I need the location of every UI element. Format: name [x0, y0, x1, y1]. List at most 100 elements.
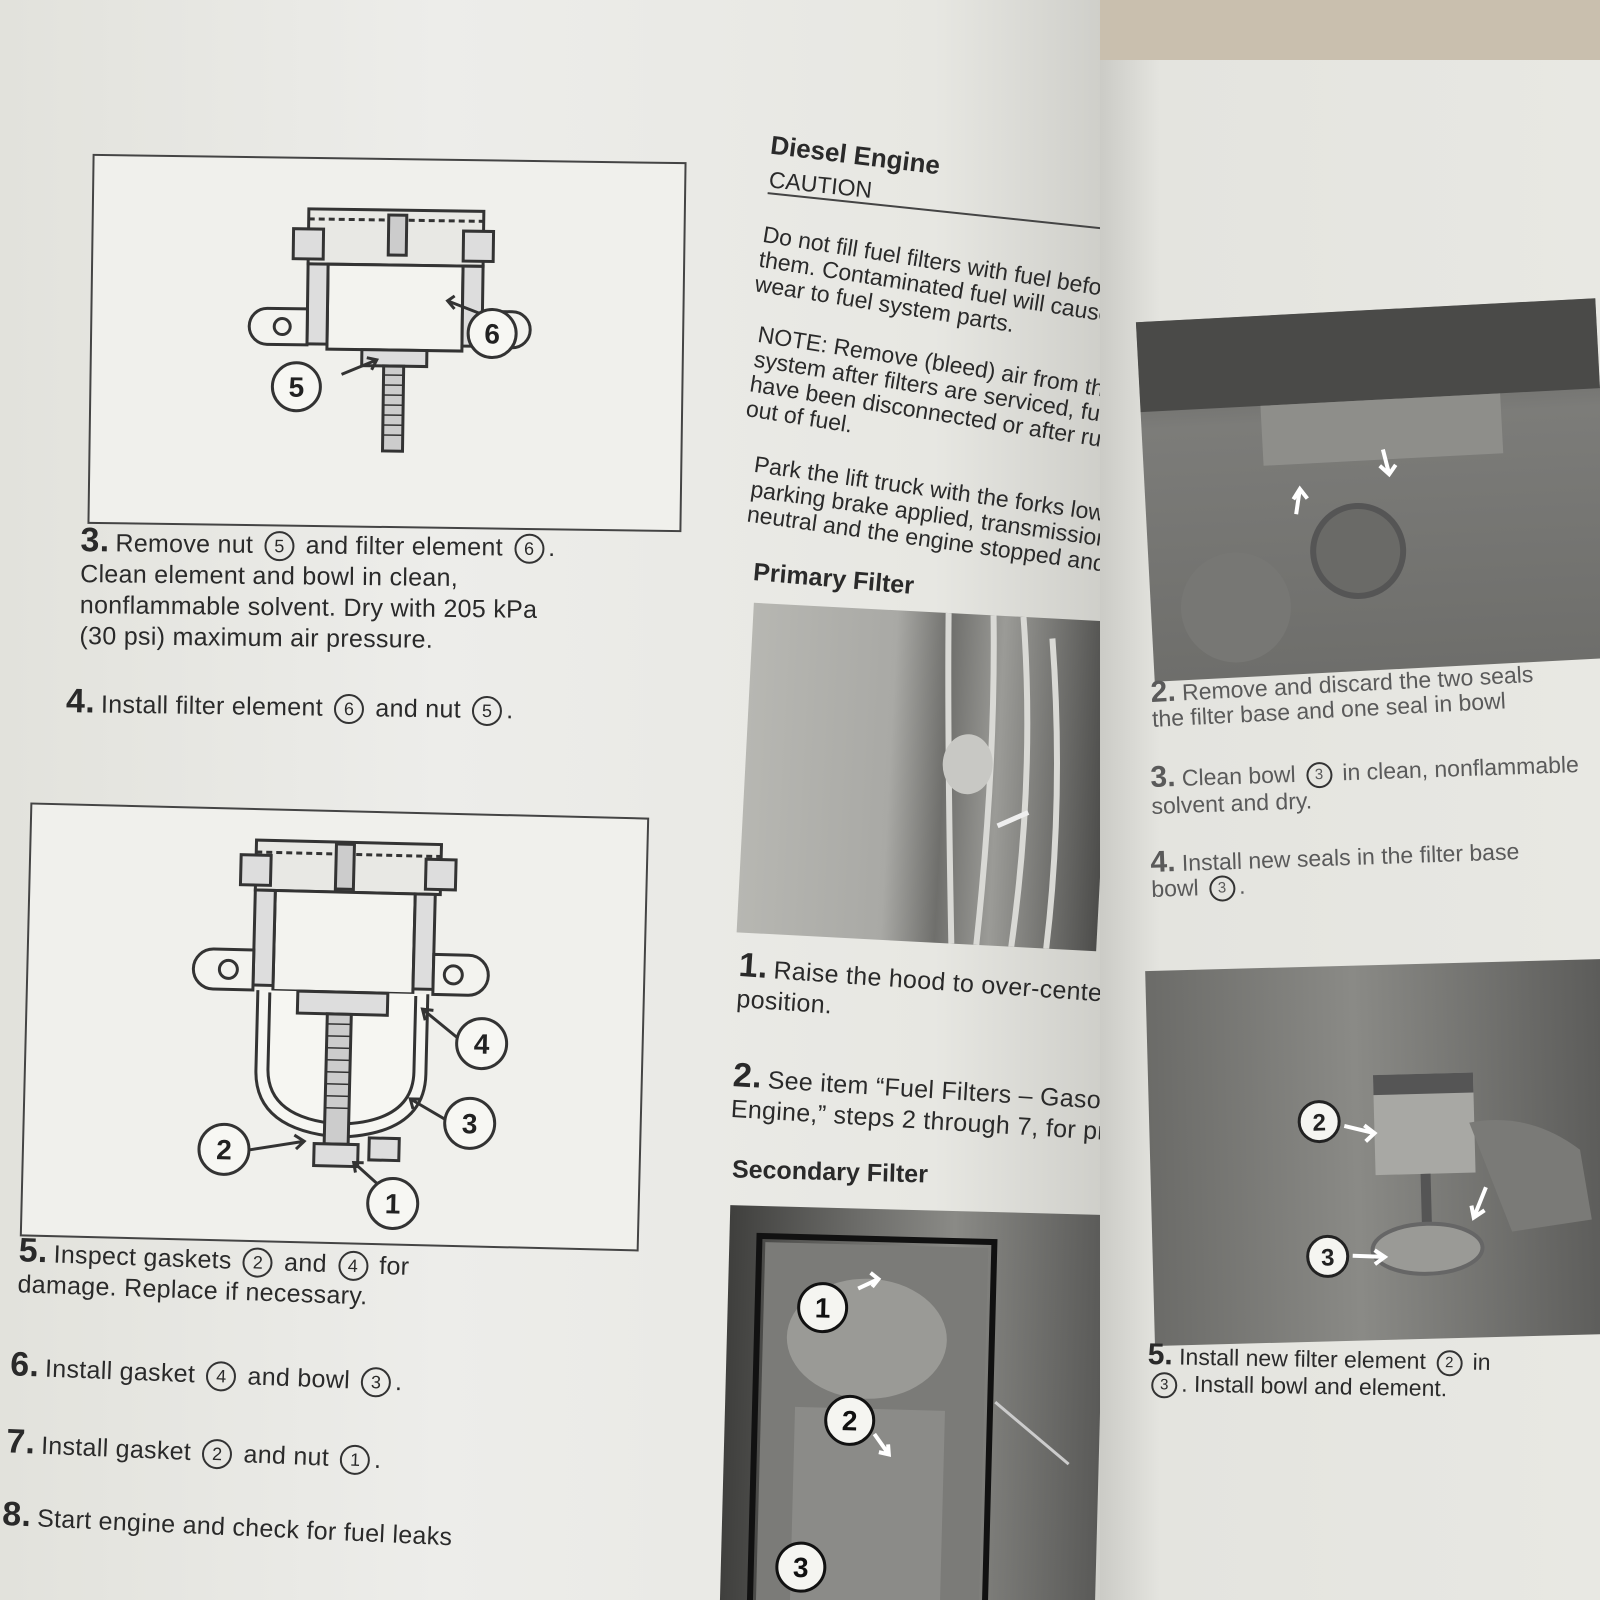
- step-text: and nut: [375, 694, 462, 724]
- ref-circle: 3: [360, 1367, 392, 1399]
- right-photo-callout-3: 3: [1306, 1234, 1350, 1278]
- photo-callout-2: 2: [824, 1394, 876, 1446]
- step-number: 5.: [18, 1231, 49, 1271]
- callout-1: 1: [366, 1176, 420, 1230]
- step-text: .: [373, 1445, 383, 1474]
- filter-diagram-bottom: 1 2 3 4: [19, 802, 650, 1252]
- step-text: in clean, nonflammable: [1341, 751, 1580, 786]
- step-text: Clean bowl: [1181, 760, 1297, 791]
- step-text: .: [548, 533, 556, 563]
- step-text: Start engine and check for fuel leaks: [36, 1504, 453, 1552]
- primary-filter-photo: [736, 602, 1100, 952]
- right-bottom-photo: 2 3: [1145, 959, 1600, 1346]
- secondary-filter-heading: Secondary Filter: [731, 1155, 929, 1189]
- callout-4: 4: [455, 1017, 509, 1071]
- right-step-5: 5. Install new filter element 2 in 3. In…: [1147, 1338, 1600, 1406]
- left-page: 5 6 3.Remove nut 5 and filter element 6.…: [0, 0, 1100, 1600]
- step-number: 2.: [731, 1056, 764, 1096]
- ref-circle: 2: [242, 1247, 274, 1279]
- secondary-filter-photo-svg: 1 2 3: [746, 1232, 1070, 1600]
- ref-circle: 4: [205, 1361, 237, 1393]
- step-text: Install gasket: [40, 1431, 192, 1467]
- ref-circle: 3: [1151, 1371, 1178, 1399]
- ref-circle: 2: [201, 1438, 233, 1471]
- step-text: .: [394, 1368, 404, 1397]
- step-text: .: [505, 696, 514, 725]
- callout-6: 6: [466, 307, 518, 359]
- right-step-3: 3. Clean bowl 3 in clean, nonflammable s…: [1150, 748, 1600, 819]
- step-text: solvent and dry.: [1150, 787, 1313, 819]
- ref-circle: 4: [337, 1250, 369, 1282]
- step-number: 5.: [1147, 1338, 1174, 1372]
- step-text: . Install bowl and element.: [1181, 1370, 1448, 1402]
- ref-circle: 3: [1208, 874, 1236, 902]
- step-text: Remove nut: [115, 529, 254, 559]
- step-text: Install new seals in the filter base: [1181, 838, 1520, 876]
- step-number: 4.: [65, 682, 96, 721]
- filter-diagram-top-svg: 5 6: [247, 207, 532, 453]
- ref-circle: 6: [514, 534, 545, 565]
- svg-text:4: 4: [473, 1028, 490, 1059]
- svg-text:3: 3: [462, 1108, 478, 1139]
- ref-circle: 6: [333, 694, 365, 725]
- center-column: Diesel Engine CAUTION Do not fill fuel f…: [719, 130, 1100, 1600]
- photo-callout-3: 3: [775, 1541, 827, 1593]
- step-text: and filter element: [305, 531, 504, 562]
- filter-diagram-bottom-svg: 1 2 3 4: [191, 838, 509, 1230]
- svg-text:2: 2: [216, 1134, 232, 1165]
- filter-diagram-top: 5 6: [87, 153, 687, 533]
- step-text: and nut: [243, 1440, 330, 1472]
- step-number: 7.: [5, 1422, 37, 1462]
- callout-2: 2: [197, 1122, 251, 1176]
- step-text: for: [378, 1251, 410, 1281]
- step-text: nonflammable solvent. Dry with 205 kPa: [79, 591, 538, 625]
- ref-circle: 5: [264, 531, 295, 562]
- step-7: 7.Install gasket 2 and nut 1.: [6, 1422, 567, 1484]
- step-text: Install gasket: [44, 1354, 196, 1389]
- ref-circle: 2: [1435, 1349, 1463, 1377]
- step-number: 4.: [1149, 845, 1177, 879]
- step-text: and bowl: [247, 1362, 351, 1395]
- right-bottom-photo-svg: 2 3: [1297, 1072, 1592, 1278]
- svg-text:1: 1: [385, 1188, 401, 1219]
- step-number: 3.: [1149, 760, 1177, 794]
- svg-text:6: 6: [484, 318, 500, 349]
- svg-text:5: 5: [288, 372, 304, 403]
- step-number: 6.: [9, 1345, 40, 1385]
- step-text: Install filter element: [100, 690, 324, 722]
- step-text: bowl: [1150, 874, 1200, 902]
- step-text: Clean element and bowl in clean,: [80, 560, 459, 593]
- ref-circle: 3: [1305, 761, 1333, 789]
- right-photo-callout-2: 2: [1297, 1100, 1341, 1144]
- step-3: 3.Remove nut 5 and filter element 6. Cle…: [79, 521, 640, 658]
- step-text: .: [1238, 872, 1246, 899]
- svg-text:3: 3: [1321, 1244, 1335, 1271]
- step-text: and: [283, 1248, 328, 1278]
- right-page: 2. Remove and discard the two seals the …: [1100, 60, 1600, 1600]
- ref-circle: 5: [471, 696, 503, 727]
- center-step-1: 1.Raise the hood to over-center position…: [735, 946, 1100, 1044]
- svg-text:3: 3: [793, 1552, 809, 1583]
- step-number: 1.: [737, 946, 770, 986]
- svg-text:1: 1: [814, 1292, 830, 1323]
- primary-filter-heading: Primary Filter: [752, 558, 916, 600]
- step-6: 6.Install gasket 4 and bowl 3.: [10, 1345, 571, 1405]
- center-step-2: 2.See item “Fuel Filters – Gasoline Engi…: [730, 1056, 1100, 1152]
- photo-callout-1: 1: [797, 1282, 849, 1334]
- secondary-filter-photo: 1 2 3: [719, 1205, 1100, 1600]
- callout-5: 5: [270, 361, 322, 413]
- step-8: 8.Start engine and check for fuel leaks: [2, 1495, 583, 1559]
- step-text: Install new filter element: [1178, 1343, 1427, 1374]
- step-text: (30 psi) maximum air pressure.: [79, 622, 434, 655]
- right-top-photo: [1135, 298, 1600, 682]
- svg-text:2: 2: [1312, 1109, 1326, 1136]
- step-number: 3.: [80, 521, 110, 560]
- step-text: in: [1472, 1348, 1491, 1375]
- step-text: position.: [735, 984, 834, 1020]
- step-text: Inspect gaskets: [53, 1240, 233, 1275]
- svg-text:2: 2: [842, 1405, 858, 1436]
- primary-filter-photo-svg: [942, 612, 1060, 949]
- step-number: 8.: [1, 1494, 33, 1535]
- right-top-photo-svg: [1135, 298, 1600, 663]
- callout-3: 3: [443, 1096, 497, 1150]
